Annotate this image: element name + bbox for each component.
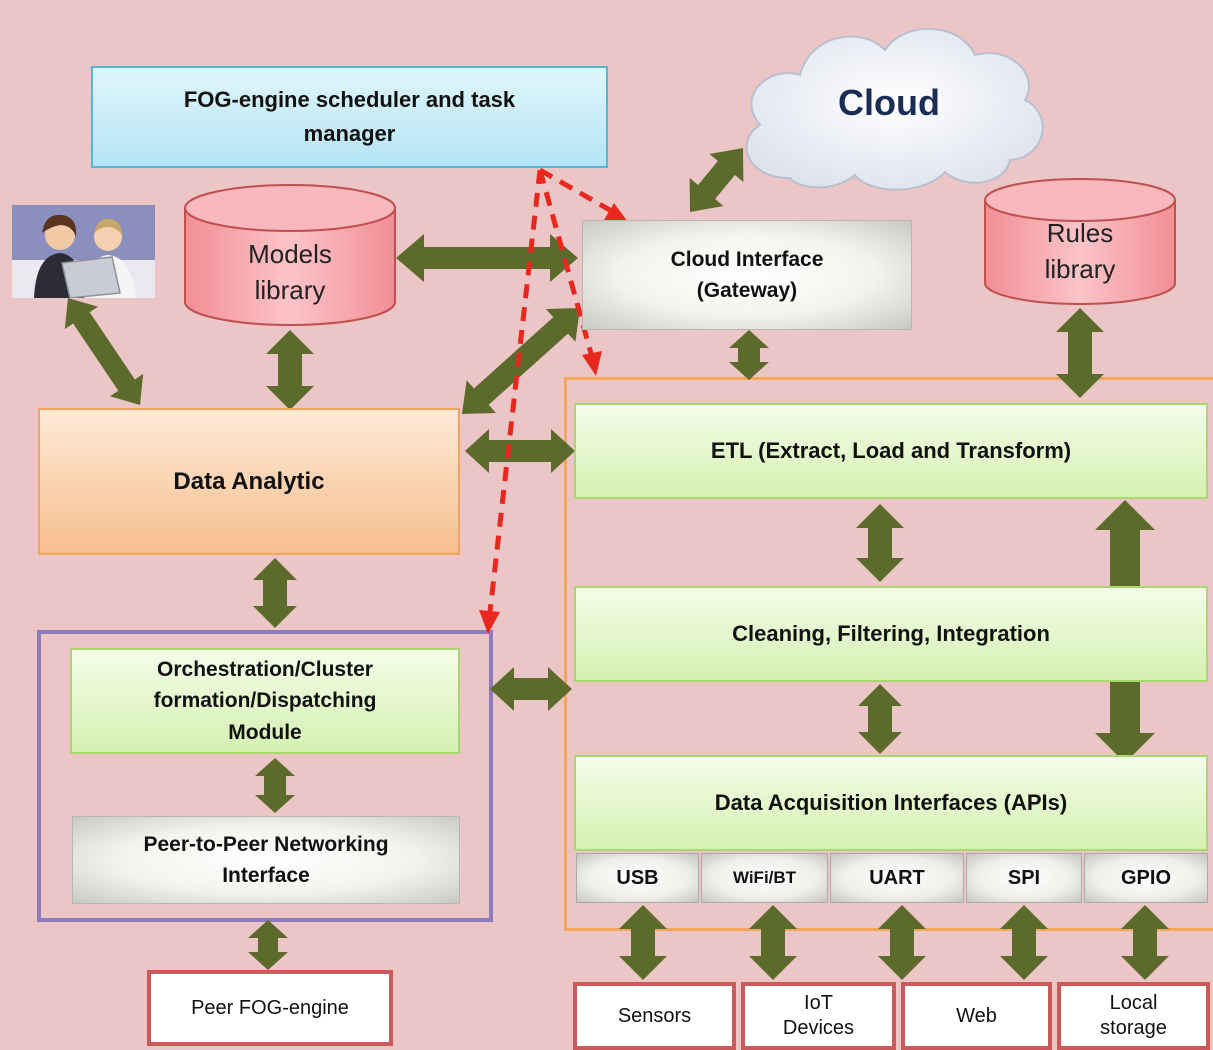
- p2p-line1: Peer-to-Peer Networking: [143, 832, 389, 856]
- sensors-box: Sensors: [573, 982, 736, 1050]
- etl-box: ETL (Extract, Load and Transform): [574, 403, 1208, 499]
- arrow-models-cloudif: [396, 234, 578, 282]
- port-gpio: GPIO: [1084, 853, 1208, 903]
- fog-engine-scheduler-box: FOG-engine scheduler and task manager: [91, 66, 608, 168]
- orchestration-line3: Module: [228, 720, 302, 744]
- data-processing-frame: [564, 377, 1213, 931]
- etl-label: ETL (Extract, Load and Transform): [710, 438, 1072, 463]
- cleaning-box: Cleaning, Filtering, Integration: [574, 586, 1208, 682]
- arrow-usb-sensors: [619, 905, 667, 980]
- cloud-interface-box: Cloud Interface (Gateway): [582, 220, 912, 330]
- sensors-label: Sensors: [617, 1004, 692, 1027]
- arrow-etl-cleaning: [856, 504, 904, 582]
- local-line1: Local: [1109, 992, 1158, 1014]
- rules-library-line2: library: [1044, 254, 1116, 285]
- port-spi: SPI: [966, 853, 1082, 903]
- models-library-line2: library: [254, 275, 326, 306]
- port-wifi-bt: WiFi/BT: [701, 853, 828, 903]
- models-library-cylinder: [184, 184, 396, 326]
- rules-library-cylinder: [984, 178, 1176, 305]
- arrow-analytic-etl: [465, 429, 575, 473]
- arrow-cloud-interface: [689, 148, 744, 212]
- iot-line2: Devices: [782, 1017, 855, 1039]
- local-storage-box: Local storage: [1057, 982, 1210, 1050]
- people-at-laptop-icon: [12, 205, 155, 298]
- port-spi-label: SPI: [1007, 866, 1041, 889]
- peer-fog-engine-label: Peer FOG-engine: [191, 996, 349, 1019]
- iot-devices-box: IoT Devices: [741, 982, 896, 1050]
- arrow-uart-web: [878, 905, 926, 980]
- arrow-cleaning-acquisition: [858, 684, 902, 754]
- dashed-arrowheads: [479, 203, 628, 634]
- models-library-label: Models library: [200, 236, 380, 309]
- scheduler-label-line2: manager: [303, 121, 396, 146]
- p2p-line2: Interface: [222, 864, 310, 887]
- port-usb-label: USB: [616, 866, 659, 889]
- data-analytic-box: Data Analytic: [38, 408, 460, 555]
- scheduler-label-line1: FOG-engine scheduler and task: [183, 86, 516, 112]
- port-gpio-label: GPIO: [1120, 866, 1171, 889]
- arrow-orchestration-pipeline: [490, 667, 572, 711]
- orchestration-frame: [37, 630, 493, 922]
- cloud-shape: [745, 27, 1044, 191]
- arrow-analytic-orchestration: [253, 558, 297, 628]
- cleaning-label: Cleaning, Filtering, Integration: [732, 621, 1050, 646]
- iot-line1: IoT: [804, 992, 833, 1014]
- rules-library-label: Rules library: [995, 215, 1165, 288]
- peer-fog-engine-box: Peer FOG-engine: [147, 970, 393, 1046]
- web-box: Web: [901, 982, 1052, 1050]
- cloud-interface-line2: (Gateway): [696, 279, 798, 302]
- arrow-orchestration-p2p: [255, 758, 295, 813]
- arrow-models-analytic: [266, 330, 314, 410]
- p2p-interface-box: Peer-to-Peer Networking Interface: [72, 816, 460, 904]
- arrow-spi-web: [1000, 905, 1048, 980]
- models-library-line1: Models: [248, 239, 332, 269]
- arrow-user-analytic: [64, 298, 144, 405]
- cloud-interface-line1: Cloud Interface: [670, 247, 824, 271]
- port-uart: UART: [830, 853, 964, 903]
- arrow-analytic-cloudif: [462, 308, 580, 414]
- arrow-rules-etl: [1056, 308, 1104, 398]
- arrow-wifi-iot: [749, 905, 797, 980]
- acquisition-label: Data Acquisition Interfaces (APIs): [714, 790, 1068, 815]
- acquisition-box: Data Acquisition Interfaces (APIs): [574, 755, 1208, 851]
- web-label: Web: [956, 1004, 997, 1027]
- arrow-p2p-peer: [248, 920, 288, 970]
- rules-library-line1: Rules: [1046, 218, 1114, 248]
- port-wifi-label: WiFi/BT: [732, 868, 797, 887]
- data-analytic-label: Data Analytic: [173, 467, 325, 495]
- local-line2: storage: [1100, 1017, 1167, 1039]
- orchestration-box: Orchestration/Cluster formation/Dispatch…: [70, 648, 460, 754]
- cloud-label: Cloud: [838, 82, 940, 123]
- orchestration-line2: formation/Dispatching: [153, 689, 377, 713]
- arrow-gpio-local: [1121, 905, 1169, 980]
- orchestration-line1: Orchestration/Cluster: [157, 657, 373, 681]
- port-usb: USB: [576, 853, 699, 903]
- arrow-cloudif-etl: [729, 330, 769, 380]
- port-uart-label: UART: [869, 866, 925, 889]
